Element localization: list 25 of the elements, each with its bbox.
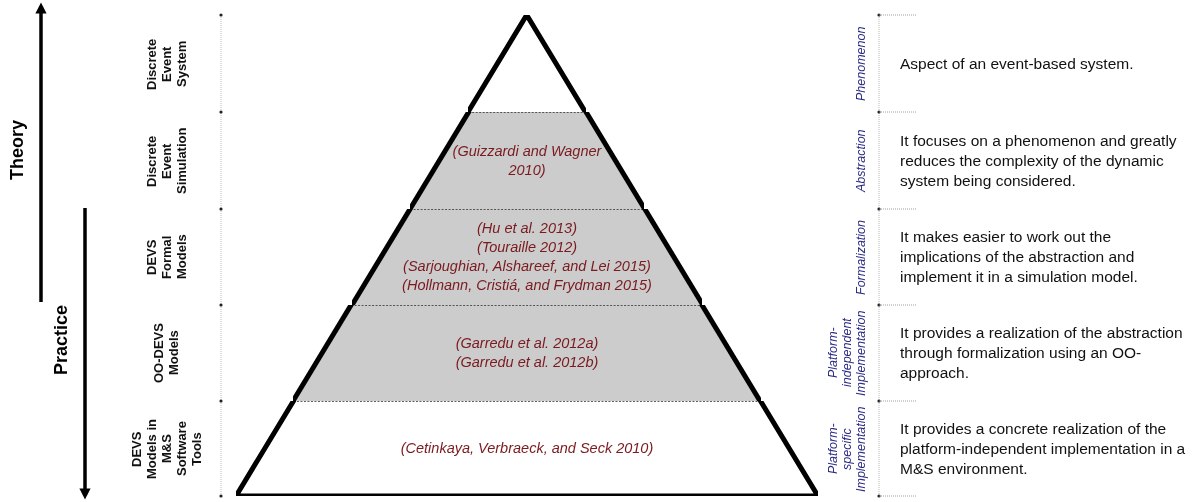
citation: (Sarjoughian, Alshareef, and Lei 2015) xyxy=(403,257,651,276)
axis-label: Theory xyxy=(6,120,28,180)
citation: (Cetinkaya, Verbraeck, and Seck 2010) xyxy=(400,439,654,458)
aspect-label: Platform-specific Implementation xyxy=(826,404,868,493)
level-label: DEVS Formal Models xyxy=(143,233,189,282)
description-text: It makes easier to work out the implications of the abstraction and implement it in a simulation model. xyxy=(900,227,1139,287)
level-label: OO-DEVS Models xyxy=(151,322,181,385)
citation: (Guizzardi and Wagner 2010) xyxy=(451,141,603,180)
description-text: It provides a realization of the abstraction through formalization using an OO-approach. xyxy=(900,323,1184,383)
aspect-label: Phenomenon xyxy=(854,25,868,103)
citation: (Hollmann, Cristiá, and Frydman 2015) xyxy=(402,276,652,295)
level-label: Discrete Event Simulation xyxy=(143,126,189,196)
description-text: It focuses on a phenomenon and greatly reduces the complexity of the dynamic system being considered. xyxy=(900,130,1178,191)
aspect-label: Formalization xyxy=(854,218,868,297)
aspect-label: Platform-independent Implementation xyxy=(826,309,868,397)
description-text: It provides a concrete realization of the platform-independent implementation in a M&S environment. xyxy=(900,418,1187,479)
citation: (Garredu et al. 2012a) xyxy=(455,334,599,353)
level-label: DEVS Models in M&S Software Tools xyxy=(128,417,204,481)
axis-label: Practice xyxy=(50,304,72,376)
citation: (Touraille 2012) xyxy=(476,238,578,257)
citation: (Hu et al. 2013) xyxy=(477,219,577,238)
citation: (Garredu et al. 2012b) xyxy=(455,353,599,372)
aspect-label: Abstraction xyxy=(854,128,868,195)
level-label: Discrete Event System xyxy=(143,36,189,92)
description-text: Aspect of an event-based system. xyxy=(900,53,1135,74)
